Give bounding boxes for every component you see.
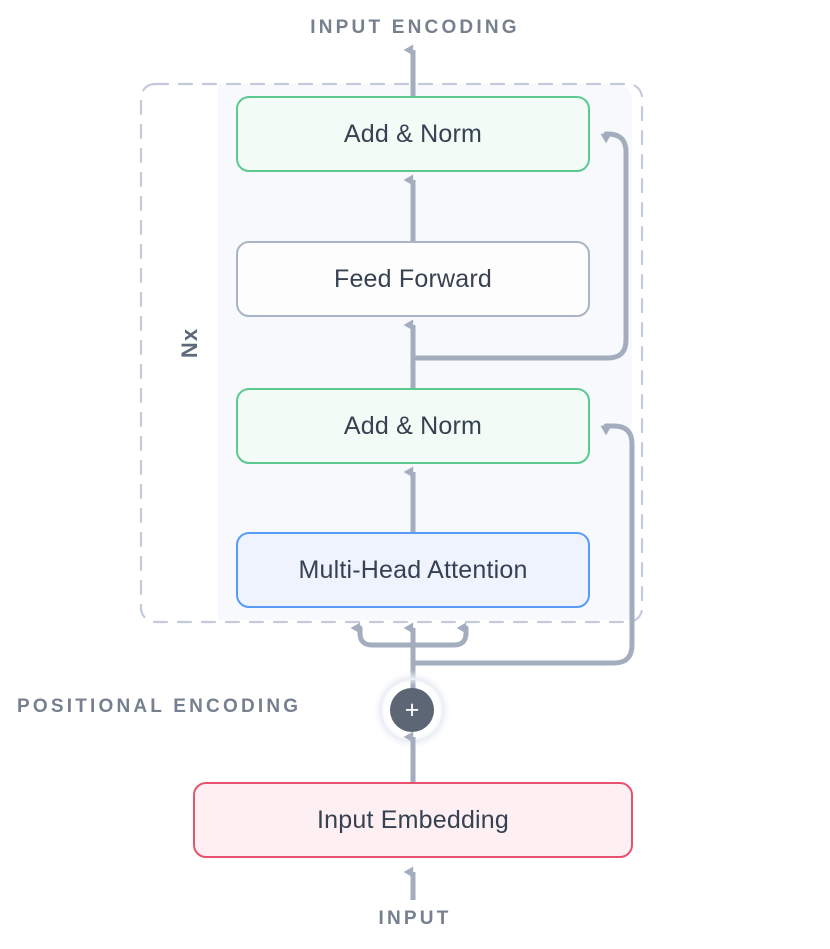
pe-outer-ring: [380, 678, 444, 742]
label-input: INPUT: [378, 908, 452, 929]
node-add-norm-top[interactable]: Add & Norm: [236, 96, 590, 172]
node-feed-forward[interactable]: Feed Forward: [236, 241, 590, 317]
nx-repeat-label: Nx: [177, 327, 202, 359]
arrow-attention-input-value: [410, 622, 469, 648]
node-multi-head-attention[interactable]: Multi-Head Attention: [236, 532, 590, 608]
plus-icon: +: [404, 695, 420, 724]
node-input-embedding[interactable]: Input Embedding: [193, 782, 633, 858]
label-positional-encoding: POSITIONAL ENCODING: [17, 696, 302, 717]
pe-outer-glow: [372, 670, 452, 750]
node-add-norm-bottom[interactable]: Add & Norm: [236, 388, 590, 464]
arrow-attention-input-key: [350, 622, 416, 648]
pe-sum-circle: [390, 688, 434, 732]
page-title-input-encoding: INPUT ENCODING: [310, 17, 520, 38]
